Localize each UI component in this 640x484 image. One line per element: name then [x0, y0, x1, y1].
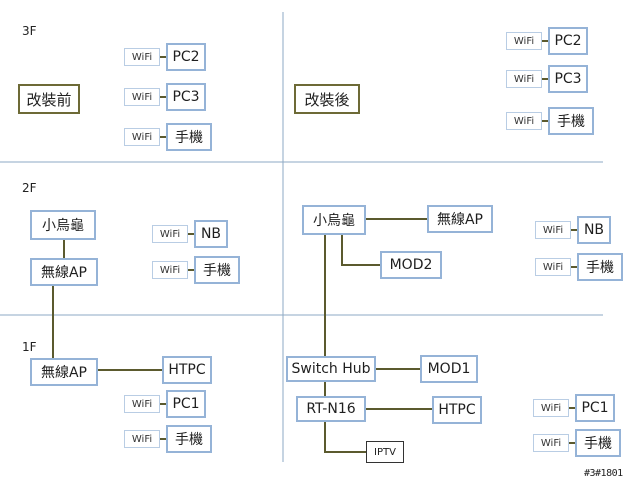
after-1f-mod1: MOD1: [420, 355, 478, 383]
floor-label-2f: 2F: [22, 181, 37, 195]
before-label: 改裝前: [18, 84, 80, 114]
wifi-tag: WiFi: [533, 434, 569, 452]
after-2f-ap: 無線AP: [427, 205, 493, 233]
before-2f-ap: 無線AP: [30, 258, 98, 286]
after-1f-pc1: PC1: [575, 394, 615, 422]
wifi-tag: WiFi: [124, 48, 160, 66]
before-2f-phone: 手機: [194, 256, 240, 284]
before-1f-pc1: PC1: [166, 390, 206, 418]
wifi-tag: WiFi: [535, 258, 571, 276]
wifi-tag: WiFi: [152, 261, 188, 279]
before-3f-phone: 手機: [166, 123, 212, 151]
before-2f-nb: NB: [194, 220, 228, 248]
wifi-tag: WiFi: [506, 70, 542, 88]
after-3f-pc2: PC2: [548, 27, 588, 55]
before-2f-router: 小烏龜: [30, 210, 96, 240]
wifi-tag: WiFi: [124, 395, 160, 413]
after-1f-phone: 手機: [575, 429, 621, 457]
after-2f-mod2: MOD2: [380, 251, 442, 279]
floor-label-3f: 3F: [22, 24, 37, 38]
before-3f-pc2: PC2: [166, 43, 206, 71]
wifi-tag: WiFi: [152, 225, 188, 243]
after-1f-iptv: IPTV: [366, 441, 404, 463]
after-1f-rt: RT-N16: [296, 396, 366, 422]
watermark-text: #3#1801: [584, 468, 623, 479]
after-2f-nb: NB: [577, 216, 611, 244]
after-label: 改裝後: [294, 84, 360, 114]
after-2f-phone: 手機: [577, 253, 623, 281]
before-1f-phone: 手機: [166, 425, 212, 453]
after-3f-pc3: PC3: [548, 65, 588, 93]
before-1f-htpc: HTPC: [162, 356, 212, 384]
wifi-tag: WiFi: [124, 88, 160, 106]
wifi-tag: WiFi: [124, 430, 160, 448]
wifi-tag: WiFi: [506, 112, 542, 130]
floor-label-1f: 1F: [22, 340, 37, 354]
after-2f-router: 小烏龜: [302, 205, 366, 235]
after-3f-phone: 手機: [548, 107, 594, 135]
after-1f-switch: Switch Hub: [286, 356, 376, 382]
link-router-mod2-after: [341, 235, 380, 266]
link-rt-iptv-after: [324, 422, 366, 453]
wifi-tag: WiFi: [533, 399, 569, 417]
wifi-tag: WiFi: [535, 221, 571, 239]
before-1f-ap: 無線AP: [30, 358, 98, 386]
before-3f-pc3: PC3: [166, 83, 206, 111]
after-1f-htpc: HTPC: [432, 396, 482, 424]
wifi-tag: WiFi: [124, 128, 160, 146]
wifi-tag: WiFi: [506, 32, 542, 50]
